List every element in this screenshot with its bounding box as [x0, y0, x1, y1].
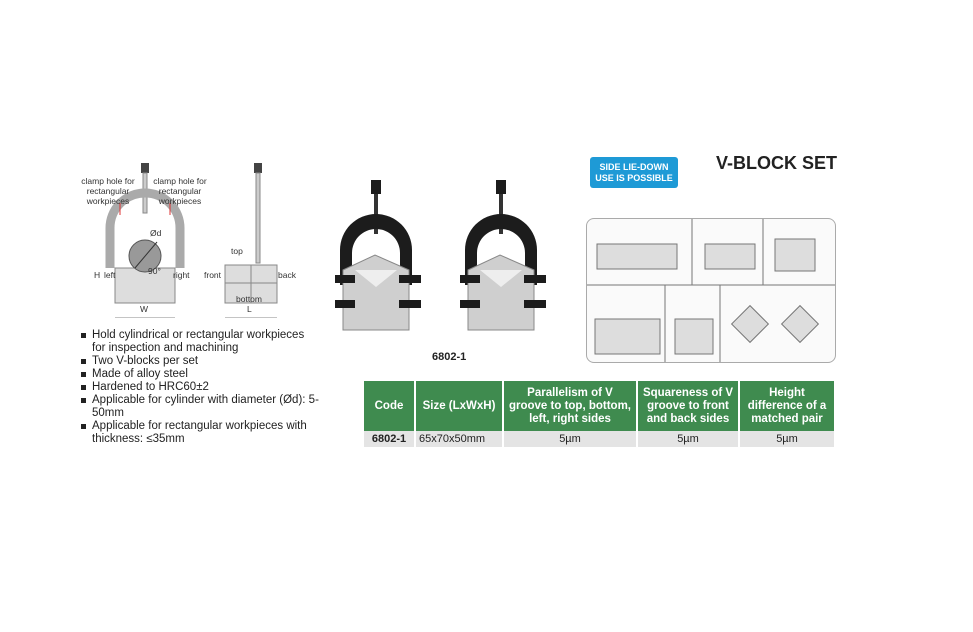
header-height-difference: Height difference of a matched pair	[739, 381, 834, 431]
feature-item: Hardened to HRC60±2	[80, 381, 320, 394]
cell-squareness: 5µm	[637, 431, 740, 447]
feature-item: Made of alloy steel	[80, 368, 320, 381]
feature-list: Hold cylindrical or rectangular workpiec…	[80, 329, 320, 446]
header-squareness: Squareness of V groove to front and back…	[637, 381, 740, 431]
usage-illustrations	[586, 218, 836, 363]
header-parallelism: Parallelism of V groove to top, bottom, …	[503, 381, 638, 431]
product-photo	[335, 175, 560, 340]
bottom-label: bottom	[236, 294, 262, 304]
product-code-label: 6802-1	[432, 351, 467, 363]
back-label: back	[278, 270, 296, 280]
angle-label: 90°	[148, 266, 161, 276]
diameter-label: Ød	[150, 228, 162, 238]
left-label: left	[104, 270, 116, 280]
spec-table: Code Size (LxWxH) Parallelism of V groov…	[364, 381, 834, 447]
header-size: Size (LxWxH)	[415, 381, 504, 431]
feature-item: Applicable for cylinder with diameter (Ø…	[80, 394, 320, 420]
badge-line: USE IS POSSIBLE	[595, 172, 673, 183]
table-row: 6802-1 65x70x50mm 5µm 5µm 5µm	[364, 431, 834, 447]
top-label: top	[231, 246, 243, 256]
feature-item: Hold cylindrical or rectangular workpiec…	[80, 329, 320, 355]
cell-height-difference: 5µm	[739, 431, 834, 447]
v-block-pair-image-icon	[335, 180, 546, 331]
cell-code: 6802-1	[364, 431, 416, 447]
length-label: L	[247, 304, 252, 314]
width-label: W	[140, 304, 149, 314]
header-code: Code	[364, 381, 416, 431]
front-view-diagram	[75, 158, 205, 319]
right-label: right	[173, 270, 190, 280]
usage-examples-icon	[587, 219, 835, 362]
side-view-diagram	[222, 158, 282, 319]
cell-size: 65x70x50mm	[415, 431, 504, 447]
table-header-row: Code Size (LxWxH) Parallelism of V groov…	[364, 381, 834, 431]
feature-item: Two V-blocks per set	[80, 355, 320, 368]
front-label: front	[204, 270, 222, 280]
page-title: V-BLOCK SET	[716, 153, 838, 173]
height-label: H	[94, 270, 101, 280]
cell-parallelism: 5µm	[503, 431, 638, 447]
badge-line: SIDE LIE-DOWN	[599, 161, 669, 172]
feature-item: Applicable for rectangular workpieces wi…	[80, 420, 320, 446]
